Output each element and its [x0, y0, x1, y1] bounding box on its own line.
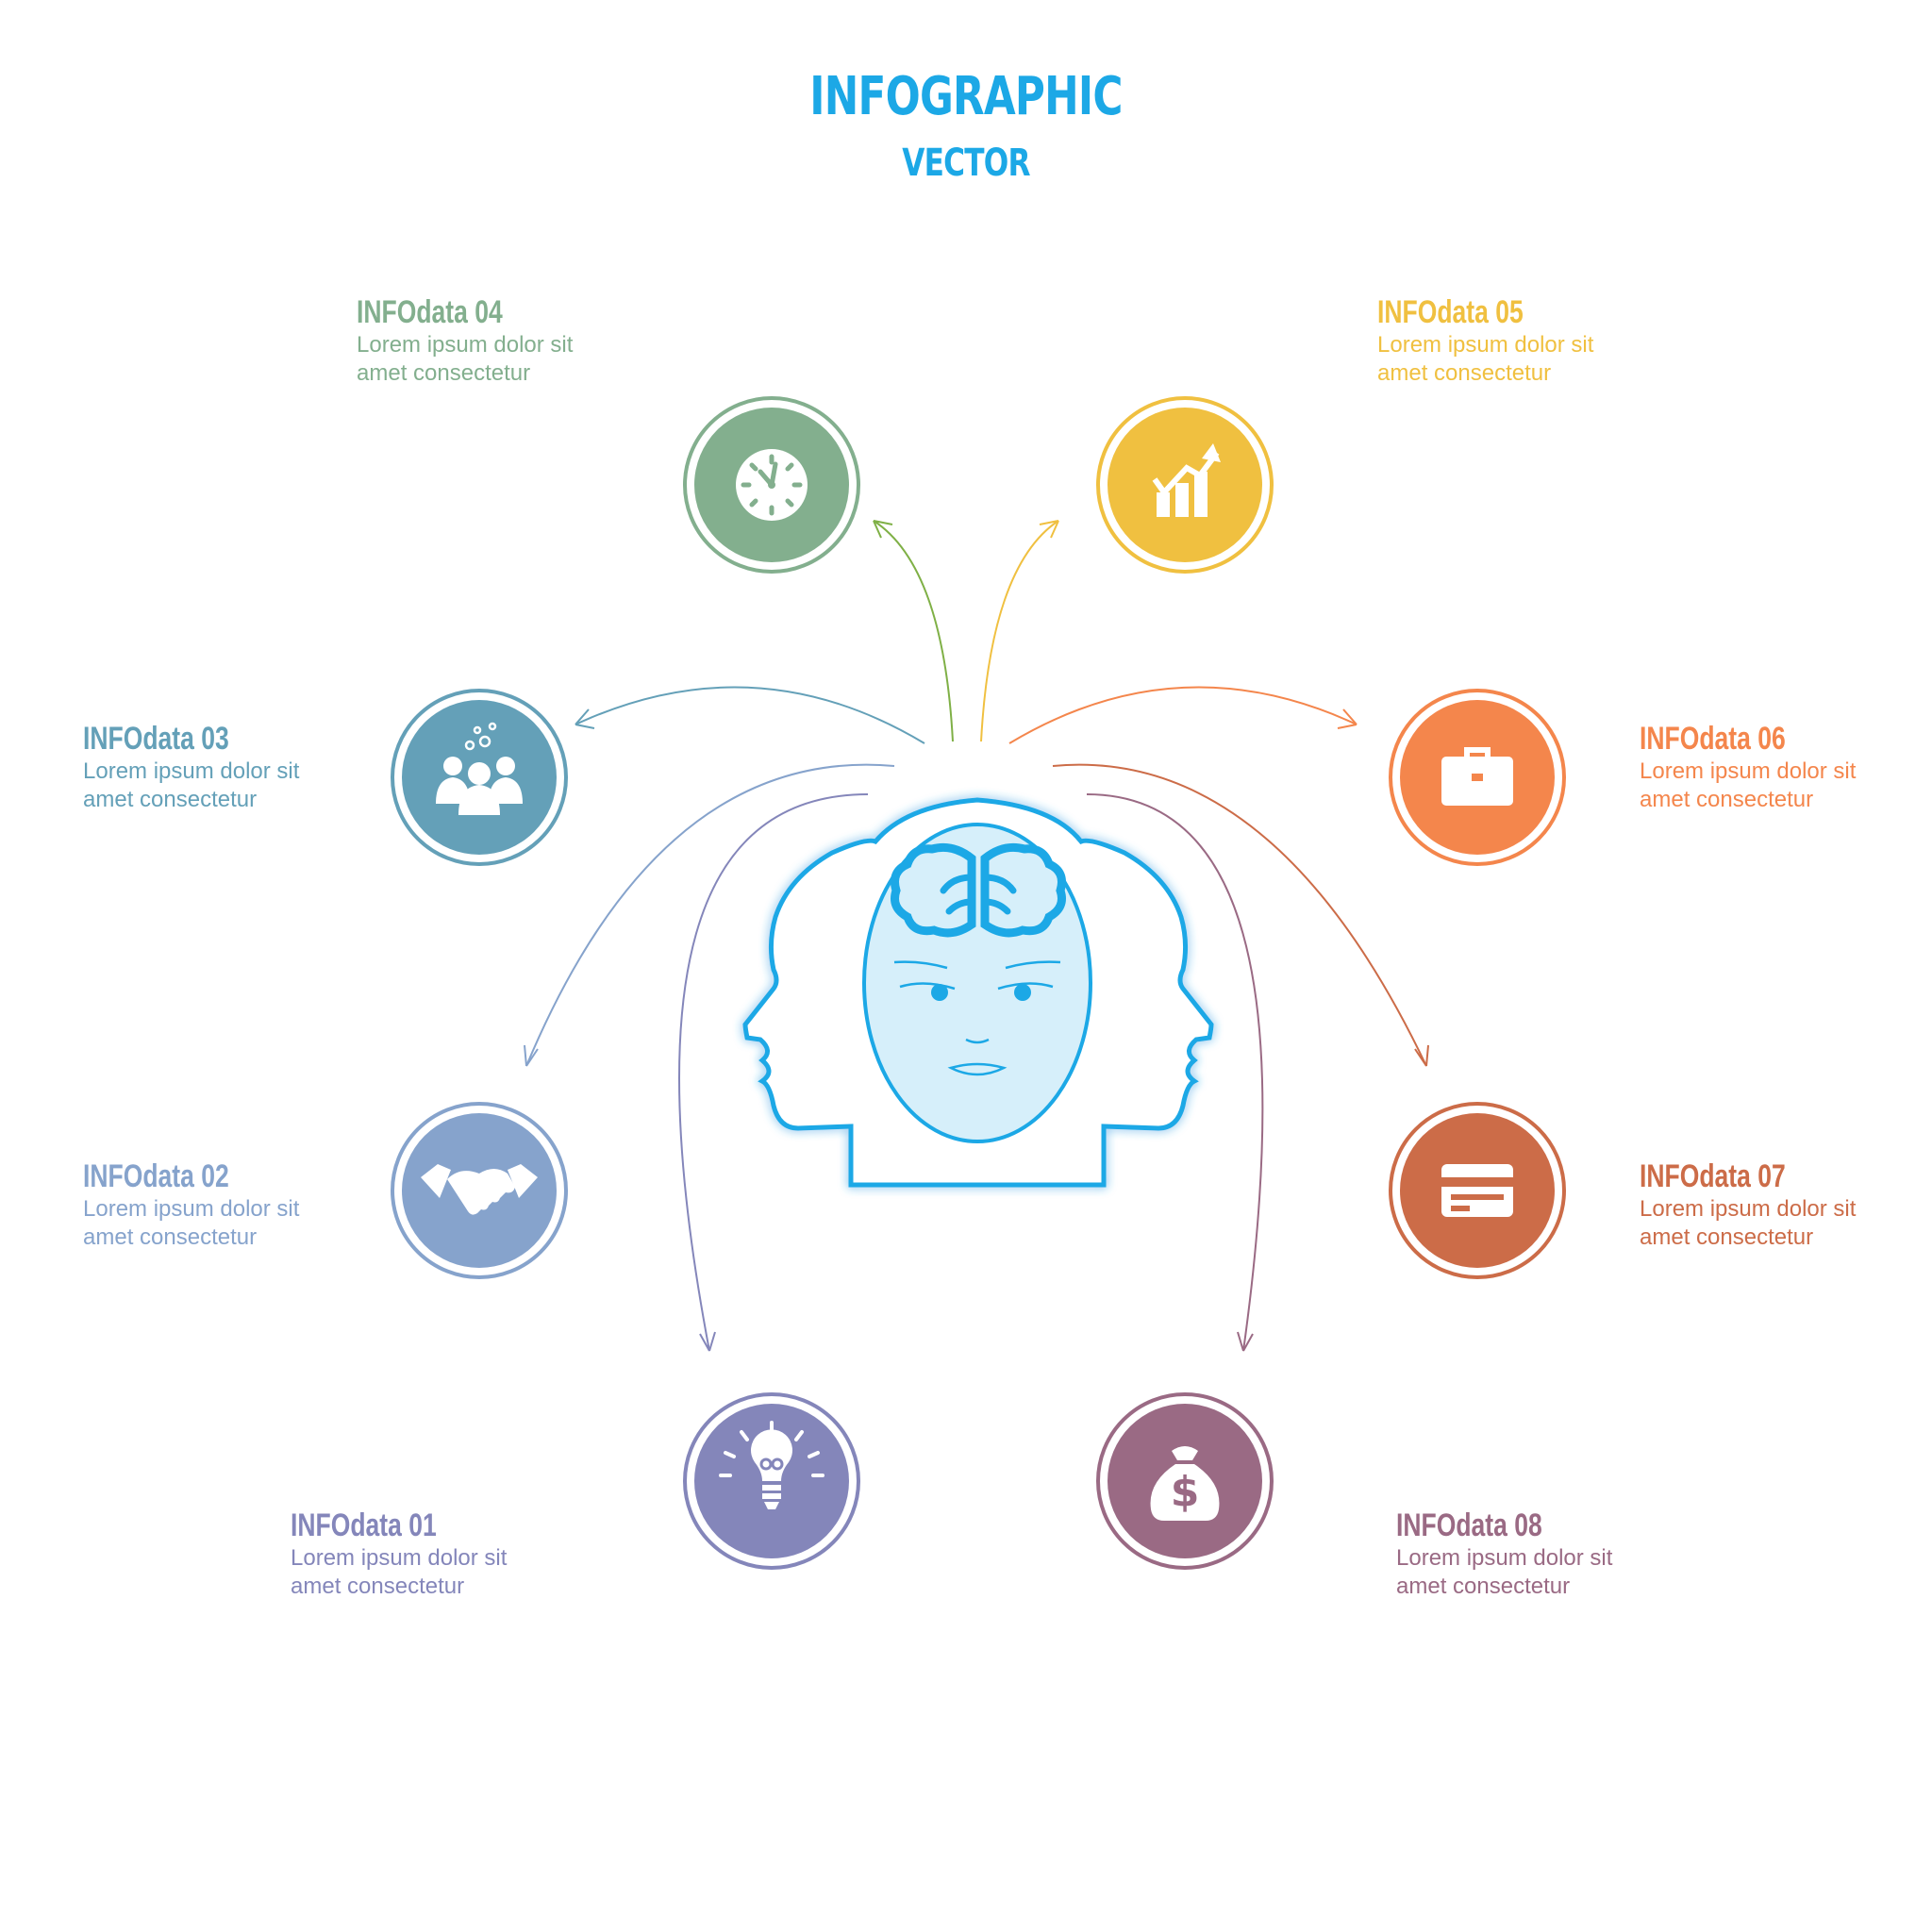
arrow-to-item-08 — [1086, 793, 1264, 1352]
item-04-heading: INFOdata 04 — [357, 294, 503, 330]
item-05-line1: Lorem ipsum dolor sit — [1377, 332, 1594, 358]
connector-arrows — [524, 520, 1429, 1352]
arrow-to-item-01 — [678, 793, 869, 1352]
item-04-line1: Lorem ipsum dolor sit — [357, 332, 574, 358]
item-03-line1: Lorem ipsum dolor sit — [83, 758, 300, 784]
item-03-line2: amet consectetur — [83, 787, 258, 812]
credit-card-icon — [1441, 1164, 1513, 1217]
item-04-line2: amet consectetur — [357, 360, 531, 386]
item-04-circle — [683, 396, 860, 574]
arrow-to-item-02 — [525, 763, 895, 1067]
item-08-heading: INFOdata 08 — [1396, 1507, 1542, 1543]
arrow-to-item-05-head — [1039, 520, 1059, 539]
item-06-circle — [1389, 689, 1566, 866]
arrow-to-item-07 — [1052, 763, 1427, 1067]
item-04-label: INFOdata 04 Lorem ipsum dolor sit amet c… — [357, 294, 668, 388]
infographic-subtitle: VECTOR — [902, 142, 1030, 185]
item-05-circle — [1096, 396, 1274, 574]
right-eye — [1014, 984, 1031, 1001]
item-03-circle — [391, 689, 568, 866]
arrow-to-item-08-head — [1237, 1331, 1254, 1352]
item-08-label: INFOdata 08 Lorem ipsum dolor sit amet c… — [1396, 1507, 1707, 1601]
item-08-line1: Lorem ipsum dolor sit — [1396, 1545, 1613, 1571]
briefcase-icon — [1441, 747, 1513, 806]
item-02-heading: INFOdata 02 — [83, 1158, 229, 1194]
brain-icon — [891, 842, 1066, 938]
arrow-to-item-05 — [980, 520, 1059, 742]
handshake-icon — [421, 1164, 538, 1215]
item-07-heading: INFOdata 07 — [1640, 1158, 1786, 1194]
item-01-circle — [683, 1392, 860, 1570]
face-oval — [862, 823, 1092, 1143]
lightbulb-icon — [719, 1421, 824, 1509]
item-08-circle: $ — [1096, 1392, 1274, 1570]
item-02-line1: Lorem ipsum dolor sit — [83, 1196, 300, 1222]
svg-text:$: $ — [1171, 1468, 1200, 1516]
arrow-to-item-07-head — [1414, 1044, 1429, 1067]
item-06-label: INFOdata 06 Lorem ipsum dolor sit amet c… — [1640, 721, 1932, 814]
item-07-label: INFOdata 07 Lorem ipsum dolor sit amet c… — [1640, 1158, 1932, 1252]
item-06-line1: Lorem ipsum dolor sit — [1640, 758, 1857, 784]
item-05-label: INFOdata 05 Lorem ipsum dolor sit amet c… — [1377, 294, 1689, 388]
arrow-to-item-01-head — [699, 1331, 716, 1352]
arrow-to-item-04 — [873, 520, 954, 742]
item-01-line2: amet consectetur — [291, 1574, 465, 1599]
item-06-line2: amet consectetur — [1640, 787, 1814, 812]
item-07-line2: amet consectetur — [1640, 1224, 1814, 1250]
arrow-to-item-06 — [1008, 686, 1357, 744]
item-01-label: INFOdata 01 Lorem ipsum dolor sit amet c… — [291, 1507, 602, 1601]
item-07-line1: Lorem ipsum dolor sit — [1640, 1196, 1857, 1222]
item-02-line2: amet consectetur — [83, 1224, 258, 1250]
clock-icon — [736, 449, 808, 521]
left-eye — [931, 984, 948, 1001]
two-heads-brain-icon — [742, 797, 1214, 1188]
item-05-line2: amet consectetur — [1377, 360, 1552, 386]
team-icon — [436, 722, 523, 815]
item-05-heading: INFOdata 05 — [1377, 294, 1524, 330]
arrow-to-item-03-head — [575, 708, 595, 729]
item-03-heading: INFOdata 03 — [83, 721, 229, 757]
arrow-to-item-02-head — [524, 1044, 539, 1067]
item-02-label: INFOdata 02 Lorem ipsum dolor sit amet c… — [83, 1158, 394, 1252]
arrow-to-item-04-head — [873, 520, 893, 539]
item-circles: $ — [391, 396, 1566, 1570]
growth-chart-icon — [1152, 443, 1221, 517]
item-06-heading: INFOdata 06 — [1640, 721, 1786, 757]
item-02-circle — [391, 1102, 568, 1279]
infographic-title: INFOGRAPHIC — [809, 66, 1123, 127]
item-08-line2: amet consectetur — [1396, 1574, 1571, 1599]
arrow-to-item-06-head — [1337, 708, 1357, 729]
item-01-line1: Lorem ipsum dolor sit — [291, 1545, 508, 1571]
item-03-label: INFOdata 03 Lorem ipsum dolor sit amet c… — [83, 721, 394, 814]
face-features — [893, 960, 1061, 1076]
item-07-circle — [1389, 1102, 1566, 1279]
arrow-to-item-03 — [575, 686, 925, 744]
item-01-heading: INFOdata 01 — [291, 1507, 437, 1543]
money-bag-icon: $ — [1150, 1446, 1220, 1521]
